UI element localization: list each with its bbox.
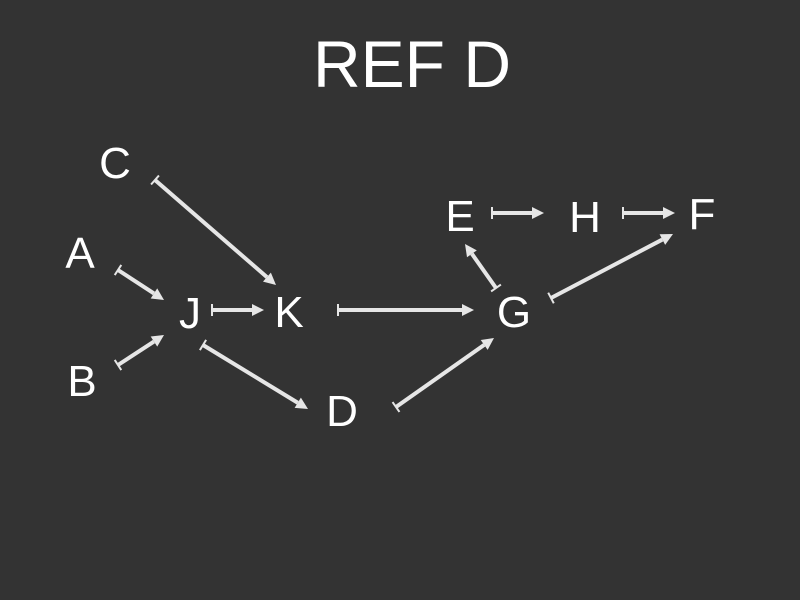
edge-line xyxy=(470,252,498,290)
edge-a-to-j xyxy=(113,264,164,300)
node-k: K xyxy=(274,288,303,337)
edge-line xyxy=(116,268,156,296)
edge-tail-bar xyxy=(391,401,401,413)
edge-tail-bar xyxy=(113,264,123,276)
edge-e-to-h xyxy=(491,207,544,219)
edge-c-to-k xyxy=(150,174,276,285)
arrowhead-icon xyxy=(252,304,264,316)
arrowhead-icon xyxy=(465,244,477,258)
arrowhead-icon xyxy=(462,304,474,316)
edge-line xyxy=(201,343,299,405)
edge-b-to-j xyxy=(113,335,164,371)
edge-d-to-g xyxy=(391,338,494,413)
node-j: J xyxy=(179,289,201,338)
arrowhead-icon xyxy=(663,207,675,219)
arrowhead-icon xyxy=(263,272,276,285)
arrowhead-icon xyxy=(150,335,164,347)
edges-layer xyxy=(113,174,675,413)
edge-g-to-f xyxy=(547,234,673,304)
node-h: H xyxy=(569,193,601,242)
edge-line xyxy=(394,343,486,409)
arrowhead-icon xyxy=(150,288,164,300)
node-f: F xyxy=(689,190,716,239)
slide-title: REF D xyxy=(313,27,511,101)
arrowhead-icon xyxy=(659,234,673,245)
edge-j-to-k xyxy=(211,304,264,316)
edge-tail-bar xyxy=(490,283,502,293)
edge-j-to-d xyxy=(199,339,308,409)
node-e: E xyxy=(445,192,474,241)
edge-tail-bar xyxy=(199,339,207,351)
arrowhead-icon xyxy=(294,397,308,409)
edge-h-to-f xyxy=(622,207,675,219)
node-b: B xyxy=(67,357,96,406)
node-g: G xyxy=(497,288,531,337)
node-c: C xyxy=(99,139,131,188)
edge-line xyxy=(550,237,664,300)
arrowhead-icon xyxy=(480,338,494,350)
edge-tail-bar xyxy=(547,292,555,304)
edge-tail-bar xyxy=(150,174,160,186)
edge-line xyxy=(153,178,269,279)
arrowhead-icon xyxy=(532,207,544,219)
node-a: A xyxy=(65,229,95,278)
edge-g-to-e xyxy=(465,244,502,293)
edge-k-to-g xyxy=(337,304,474,316)
node-d: D xyxy=(326,387,358,436)
edge-line xyxy=(116,339,156,367)
edge-tail-bar xyxy=(113,359,123,371)
nodes-layer: CA B J K D GE H F xyxy=(65,139,715,436)
